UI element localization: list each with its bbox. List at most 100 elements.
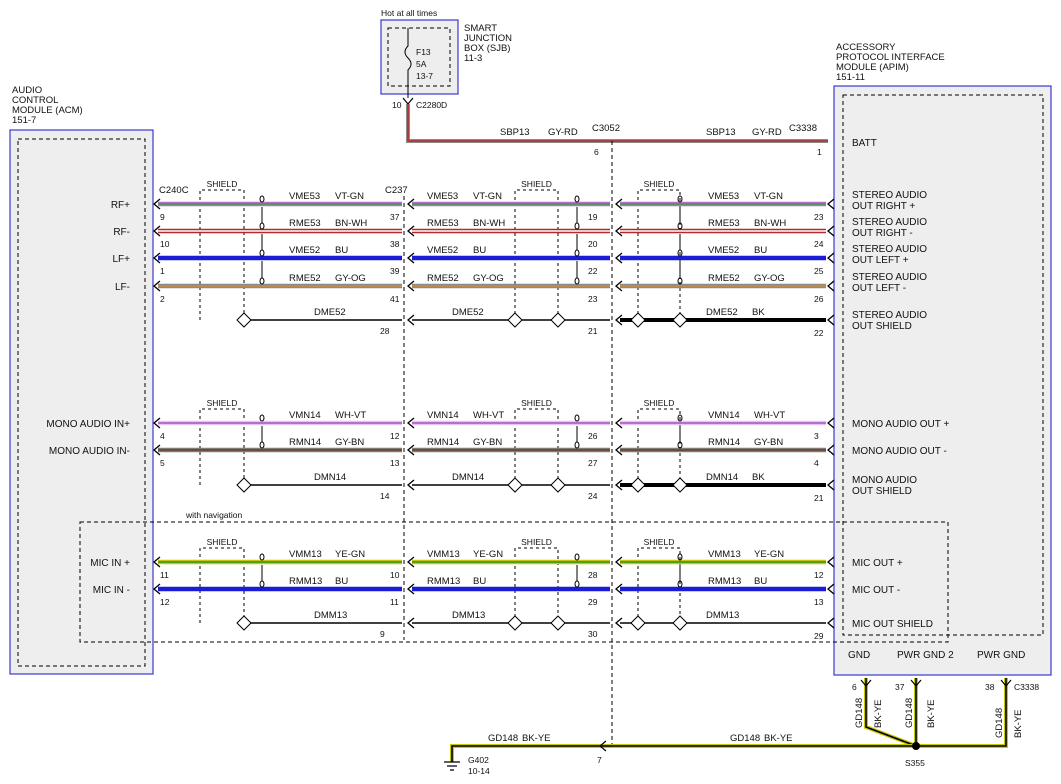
batt-color-2: GY-RD: [752, 127, 782, 138]
shield-drain-icon: [507, 477, 523, 493]
acm-name-line-4: 151-7: [12, 115, 36, 126]
ground-label-gnd: GND: [848, 650, 870, 661]
twist-icon: [574, 580, 580, 588]
sjb-name-line-2: JUNCTION: [464, 33, 512, 44]
acm-pin-label: MIC IN -: [93, 585, 130, 596]
shield-drain-icon: [672, 312, 688, 328]
shield-box: [199, 189, 245, 320]
splice-icon: [912, 742, 920, 750]
connector-arrow-icon: [406, 280, 415, 292]
ground-ref: G402: [468, 755, 489, 765]
acm-pin-label: LF-: [115, 282, 130, 293]
connector-arrow-icon: [826, 417, 835, 429]
acm-module-inner: [17, 138, 146, 667]
sjb-connector-icon: [402, 97, 414, 105]
shield-drain-icon: [507, 312, 523, 328]
mid2-pin-number: 24: [588, 491, 598, 501]
drain-color-label: BK: [752, 472, 765, 483]
sjb-name-line-3: BOX (SJB): [464, 43, 510, 54]
apim-pin-label: MIC OUT SHIELD: [852, 619, 933, 630]
acm-name-line-2: CONTROL: [12, 95, 58, 106]
apim-pin-number: 25: [814, 266, 824, 276]
ground-mid-pin: 7: [597, 755, 602, 765]
connector-arrow-icon: [406, 479, 415, 491]
sjb-ref: 13-7: [416, 71, 433, 81]
acm-pin-number: 12: [160, 597, 170, 607]
wire-circuit-label: VMM13: [708, 549, 741, 560]
apim-pin-label: MONO AUDIO: [852, 475, 917, 486]
acm-pin-number: 9: [160, 212, 165, 222]
connector-mid1-label: C237: [385, 185, 408, 196]
acm-name-line-3: MODULE (ACM): [12, 105, 83, 116]
wire-circuit-label: RMM13: [289, 576, 322, 587]
mid1-pin-number: 14: [380, 491, 390, 501]
twist-icon: [677, 553, 683, 561]
splice-label: S355: [905, 758, 925, 768]
connector-arrow-icon: [826, 444, 835, 456]
wire-color-label: GY-OG: [335, 273, 366, 284]
batt-circuit-2: SBP13: [706, 127, 736, 138]
connector-arrow-icon: [826, 314, 835, 326]
apim-pin-number: 24: [814, 239, 824, 249]
apim-pin-label: OUT SHIELD: [852, 486, 912, 497]
connector-arrow-icon: [406, 225, 415, 237]
drain-circuit-label: DMN14: [706, 472, 738, 483]
shield-drain-icon: [550, 615, 566, 631]
wire-color-label: GY-OG: [473, 273, 504, 284]
wire-color-label: VT-GN: [473, 191, 502, 202]
ground-color-v1: BK-YE: [873, 699, 884, 728]
mid2-pin-number: 23: [588, 294, 598, 304]
ground-color-v2: BK-YE: [926, 699, 937, 728]
connector-arrow-icon: [826, 225, 835, 237]
shield-box: [637, 189, 681, 320]
acm-module: AUDIO CONTROL MODULE (ACM) 151-7: [9, 85, 154, 675]
acm-pin-number: 2: [160, 294, 165, 304]
drain-circuit-label: DME52: [706, 307, 738, 318]
acm-pin-number: 4: [160, 431, 165, 441]
shield-drain-icon: [630, 615, 646, 631]
drain-circuit-label: DMM13: [706, 610, 739, 621]
ground-wire-pwr-stripe: [916, 678, 1007, 747]
apim-pin-label: MONO AUDIO OUT +: [852, 419, 949, 430]
twist-icon: [574, 195, 580, 203]
apim-name-line-2: PROTOCOL INTERFACE: [836, 52, 945, 63]
acm-pin-number: 5: [160, 458, 165, 468]
ground-wire-gnd-stripe: [865, 678, 917, 747]
connector-arrow-icon: [614, 225, 623, 237]
apim-pin-number: 3: [814, 431, 819, 441]
connector-arrow-icon: [152, 280, 161, 292]
sjb-outline: [380, 19, 459, 95]
mid2-pin-number: 28: [588, 570, 598, 580]
twist-icon: [259, 195, 265, 203]
drain-circuit-label: DMM13: [314, 610, 347, 621]
mid2-pin-number: 21: [588, 326, 598, 336]
connector-arrow-icon: [614, 417, 623, 429]
connector-arrow-icon: [406, 252, 415, 264]
wire-circuit-label: RME52: [708, 273, 740, 284]
ground-main-wire: [450, 744, 916, 762]
acm-name-line-1: AUDIO: [12, 85, 42, 96]
ground-connector-label: C3338: [1014, 682, 1039, 692]
ground-page: 10-14: [468, 766, 490, 776]
wire-circuit-label: VME53: [427, 191, 458, 202]
connector-arrow-icon: [406, 617, 415, 629]
wire-color-label: BU: [473, 245, 486, 256]
shield-box: [637, 547, 681, 623]
mid1-pin-number: 37: [390, 212, 400, 222]
shield-drain-icon: [630, 312, 646, 328]
connector-arrow-icon: [406, 444, 415, 456]
twist-icon: [259, 249, 265, 257]
wire-circuit-label: VMM13: [427, 549, 460, 560]
connector-arrow-icon: [152, 583, 161, 595]
ground-circuit-v3: GD148: [994, 708, 1005, 738]
shield-drain-icon: [236, 312, 252, 328]
ground-circuit-v2: GD148: [904, 698, 915, 728]
mid2-pin-number: 20: [588, 239, 598, 249]
wire-color-label: BN-WH: [754, 218, 786, 229]
apim-pin-number: 22: [814, 328, 824, 338]
acm-module-outline: [9, 129, 154, 675]
apim-pin-label: STEREO AUDIO: [852, 190, 927, 201]
connector-arrow-icon: [826, 583, 835, 595]
